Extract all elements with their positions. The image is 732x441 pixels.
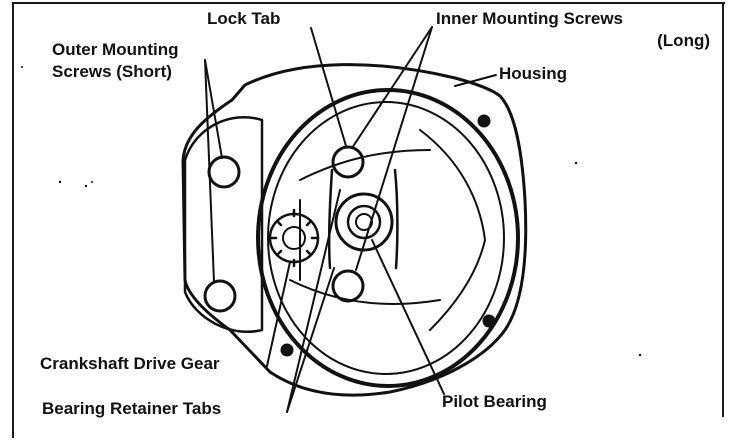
label-outer-screws-line2: Screws (Short) [52, 62, 172, 81]
leader-lock-tab [310, 27, 347, 147]
leader-outer-screws-a [204, 59, 223, 159]
leader-bearing-tabs-b [286, 189, 341, 413]
figure-frame-right-edge [722, 2, 724, 417]
label-lock-tab: Lock Tab [207, 9, 281, 28]
housing-flange [181, 63, 528, 397]
housing-left-ear [183, 115, 264, 333]
housing-rib-2 [289, 279, 441, 305]
pilot-bearing-outer [334, 192, 394, 252]
leader-pilot-bearing [371, 239, 445, 395]
label-outer-screws-line1: Outer Mounting [52, 40, 179, 59]
flange-hole-top-right [477, 114, 491, 128]
inner-screw-bottom [331, 269, 365, 303]
housing-rib-1 [299, 149, 431, 181]
leader-bearing-tabs-a [286, 267, 335, 413]
bearing-bore-ring-inner [267, 101, 505, 375]
leader-housing [454, 74, 497, 87]
leader-outer-screws-b [204, 59, 215, 283]
figure-frame [12, 2, 725, 438]
bearing-bore-ring [256, 88, 520, 388]
pilot-bearing-inner [346, 204, 382, 240]
leader-inner-screws-b [355, 26, 433, 271]
label-inner-screws-line1: Inner Mounting Screws [436, 9, 624, 28]
outer-screw-bottom [203, 279, 237, 313]
flange-hole-bottom-left [280, 343, 294, 357]
label-crankshaft-gear: Crankshaft Drive Gear [40, 354, 220, 373]
label-pilot-bearing: Pilot Bearing [442, 392, 547, 411]
outer-screw-top [207, 155, 241, 189]
housing-rib-3 [419, 129, 486, 241]
leader-crankshaft-gear [266, 261, 291, 367]
crankshaft-gear-teeth [268, 208, 320, 268]
leader-inner-screws-a [351, 26, 433, 149]
bearing-retainer [327, 168, 399, 270]
crankshaft-gear-inner [282, 226, 306, 250]
flange-hole-bottom-right [482, 314, 496, 328]
housing-rib-4 [429, 239, 486, 331]
inner-screw-top [331, 145, 365, 179]
label-inner-screws-line2: (Long) [657, 31, 710, 50]
label-bearing-tabs: Bearing Retainer Tabs [42, 399, 222, 418]
label-housing: Housing [499, 64, 567, 83]
